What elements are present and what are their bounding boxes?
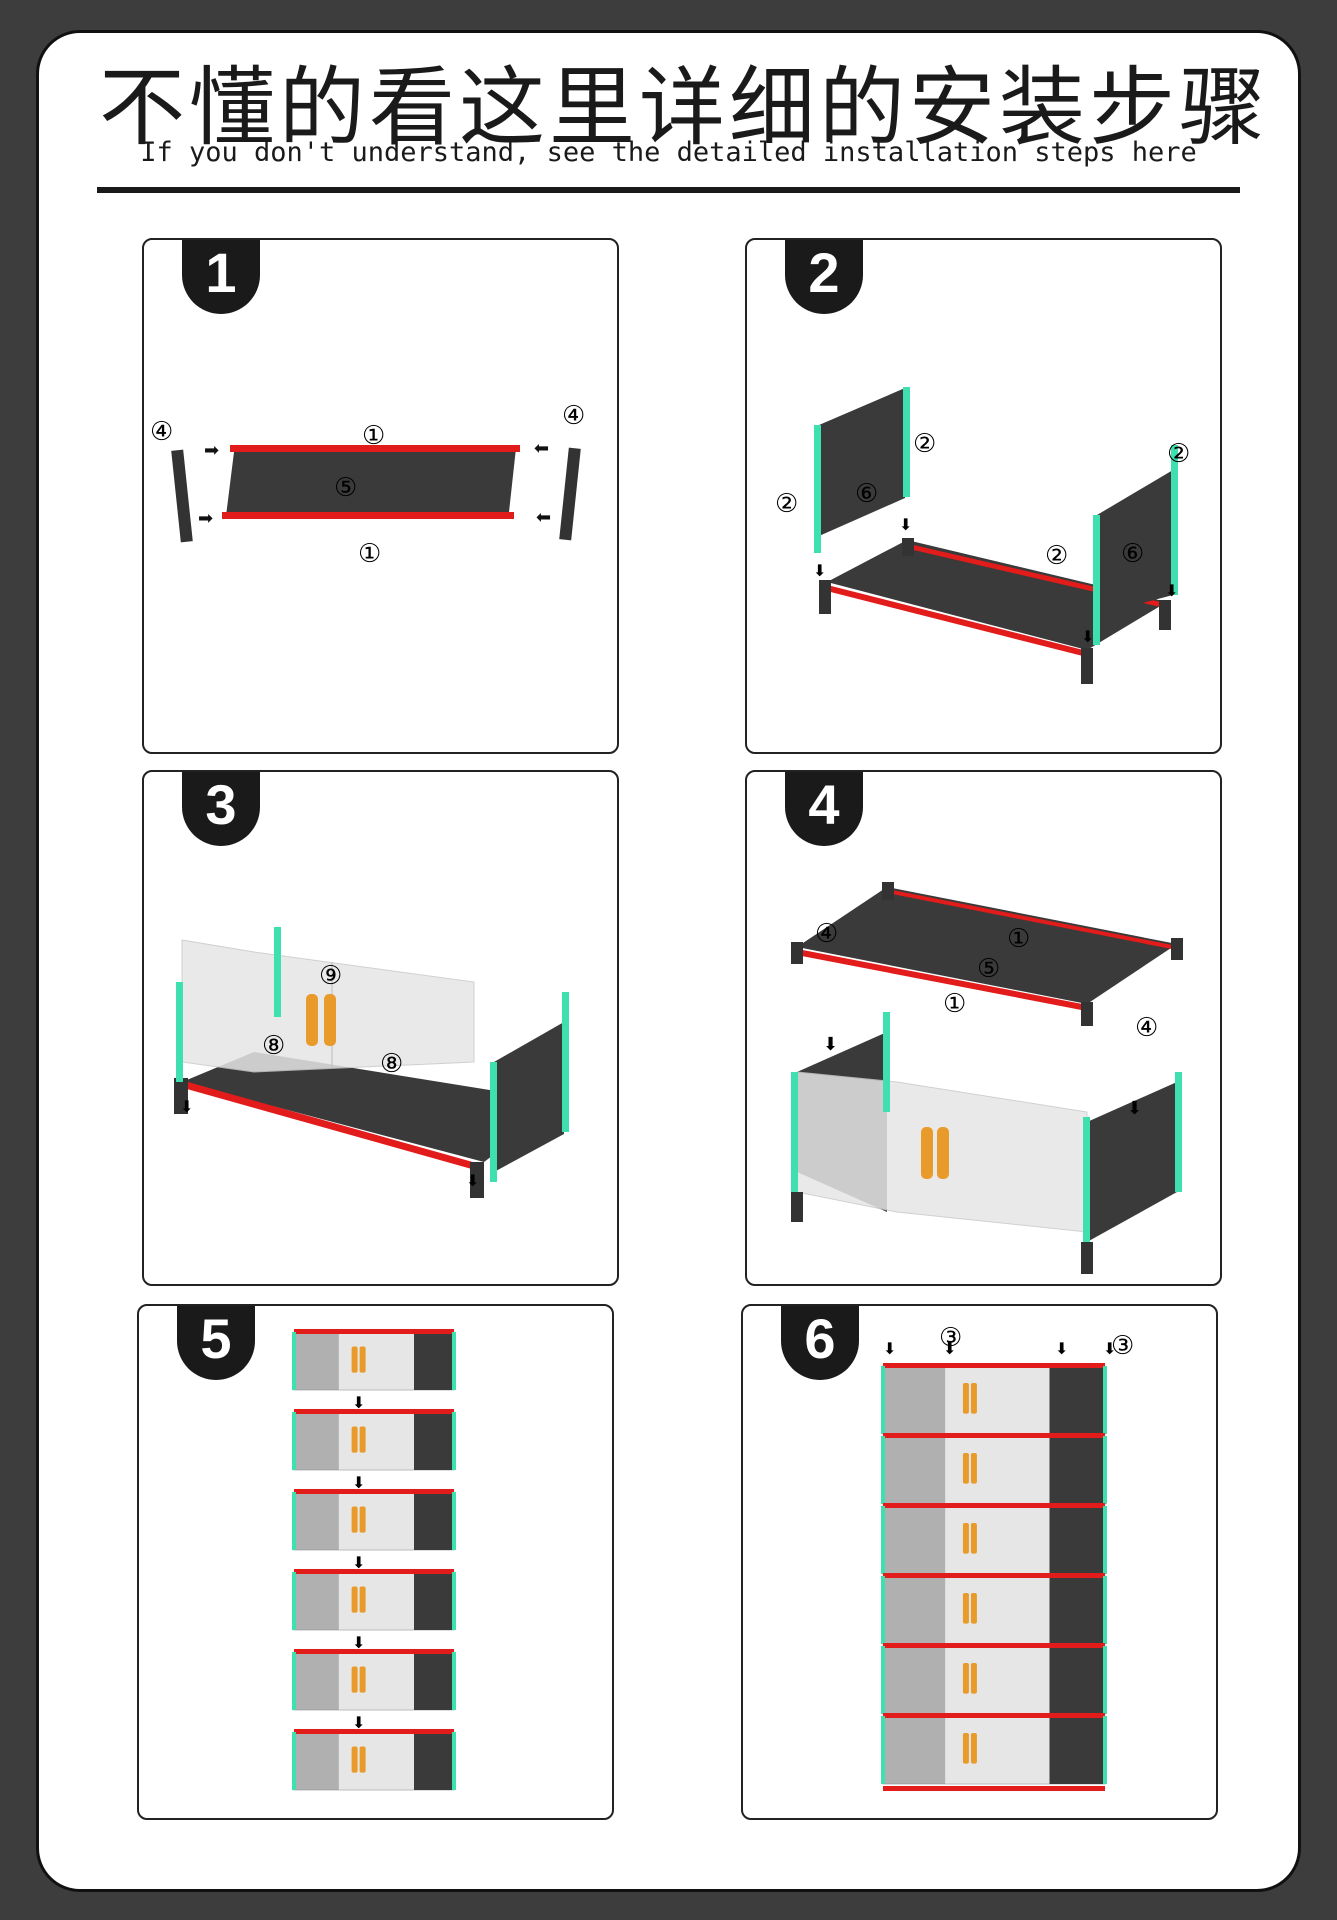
part-label: ② (775, 489, 798, 519)
part-label: ③ (1111, 1331, 1134, 1361)
part-label: ③ (939, 1323, 962, 1353)
svg-text:⬇: ⬇ (823, 1034, 838, 1055)
step-2-panel: 2 ⬇ ⬇ ⬇ ⬇ ② ② ⑥ ② ② ⑥ (745, 238, 1222, 754)
step-1-illustration: ➡ ➡ ⬅ ⬅ ④ ④ ① ⑤ ① (150, 401, 585, 569)
step-1-badge: 1 (182, 240, 260, 314)
svg-text:⬇: ⬇ (883, 1339, 896, 1358)
part-label: ⑧ (262, 1031, 285, 1061)
step-2-badge: 2 (785, 240, 863, 314)
step-5-badge: 5 (177, 1306, 255, 1380)
part-label: ① (1007, 924, 1030, 954)
part-label: ⑥ (855, 479, 878, 509)
svg-text:⬇: ⬇ (1165, 581, 1178, 600)
cabinet-module (881, 1433, 1107, 1505)
svg-text:➡: ➡ (204, 440, 219, 461)
svg-text:⬇: ⬇ (466, 1171, 479, 1190)
svg-text:⬅: ⬅ (534, 438, 549, 459)
svg-text:⬇: ⬇ (1055, 1339, 1068, 1358)
cabinet-module (292, 1329, 456, 1391)
step-4-badge: 4 (785, 772, 863, 846)
cabinet-module (881, 1713, 1107, 1785)
down-arrow-icon: ⬇ (352, 1553, 365, 1572)
part-label: ⑧ (380, 1049, 403, 1079)
part-label: ④ (562, 401, 585, 431)
cabinet-module (292, 1489, 456, 1551)
part-label: ⑨ (319, 961, 342, 991)
instruction-sheet: 不懂的看这里详细的安装步骤 If you don't understand, s… (36, 30, 1301, 1892)
down-arrow-icon: ⬇ (352, 1713, 365, 1732)
step-5-panel: 5 ⬇ ⬇ ⬇ ⬇ ⬇ (137, 1304, 614, 1820)
step-3-badge: 3 (182, 772, 260, 846)
down-arrow-icon: ⬇ (352, 1633, 365, 1652)
step-2-illustration: ⬇ ⬇ ⬇ ⬇ ② ② ⑥ ② ② ⑥ (775, 387, 1190, 684)
part-label: ② (913, 429, 936, 459)
step-6-panel: 6 ⬇ ⬇ ⬇ ⬇ ③ ③ (741, 1304, 1218, 1820)
page-subtitle: If you don't understand, see the detaile… (140, 137, 1197, 168)
part-label: ① (362, 421, 385, 451)
cabinet-module (292, 1729, 456, 1791)
svg-text:⬇: ⬇ (943, 1339, 956, 1358)
part-label: ② (1045, 541, 1068, 571)
part-label: ④ (1135, 1013, 1158, 1043)
part-label: ① (943, 989, 966, 1019)
cabinet-module (881, 1643, 1107, 1715)
down-arrow-icon: ⬇ (352, 1473, 365, 1492)
part-label: ⑤ (977, 954, 1000, 984)
part-label: ④ (815, 919, 838, 949)
cabinet-module (881, 1363, 1107, 1435)
step-6-badge: 6 (781, 1306, 859, 1380)
svg-text:➡: ➡ (198, 508, 213, 529)
cabinet-module (292, 1409, 456, 1471)
svg-text:⬇: ⬇ (899, 515, 912, 534)
step-3-illustration: ⬇ ⬇ ⑨ ⑧ ⑧ (174, 927, 569, 1198)
cabinet-module (292, 1649, 456, 1711)
svg-text:⬇: ⬇ (180, 1097, 193, 1116)
svg-text:⬇: ⬇ (1127, 1098, 1142, 1119)
title-divider (97, 187, 1240, 193)
cabinet-module (292, 1569, 456, 1631)
svg-text:⬇: ⬇ (1081, 627, 1094, 646)
svg-text:⬇: ⬇ (813, 561, 826, 580)
step-4-panel: 4 ⬇ ⬇ ④ ① ⑤ ① ④ (745, 770, 1222, 1286)
part-label: ② (1167, 439, 1190, 469)
part-label: ① (358, 539, 381, 569)
part-label: ⑤ (334, 473, 357, 503)
part-label: ④ (150, 417, 173, 447)
step-6-illustration: ⬇ ⬇ ⬇ ⬇ ③ ③ (881, 1323, 1134, 1791)
step-1-panel: 1 ➡ ➡ ⬅ ⬅ ④ ④ ① ⑤ ① (142, 238, 619, 754)
cabinet-module (881, 1503, 1107, 1575)
part-label: ⑥ (1121, 539, 1144, 569)
step-4-illustration: ⬇ ⬇ ④ ① ⑤ ① ④ (791, 882, 1183, 1274)
svg-text:⬇: ⬇ (1103, 1339, 1116, 1358)
step-5-illustration: ⬇ ⬇ ⬇ ⬇ ⬇ (292, 1329, 456, 1791)
step-3-panel: 3 ⬇ ⬇ ⑨ ⑧ ⑧ (142, 770, 619, 1286)
down-arrow-icon: ⬇ (352, 1393, 365, 1412)
cabinet-module (881, 1573, 1107, 1645)
page-title: 不懂的看这里详细的安装步骤 (99, 58, 1269, 158)
svg-text:⬅: ⬅ (536, 507, 551, 528)
